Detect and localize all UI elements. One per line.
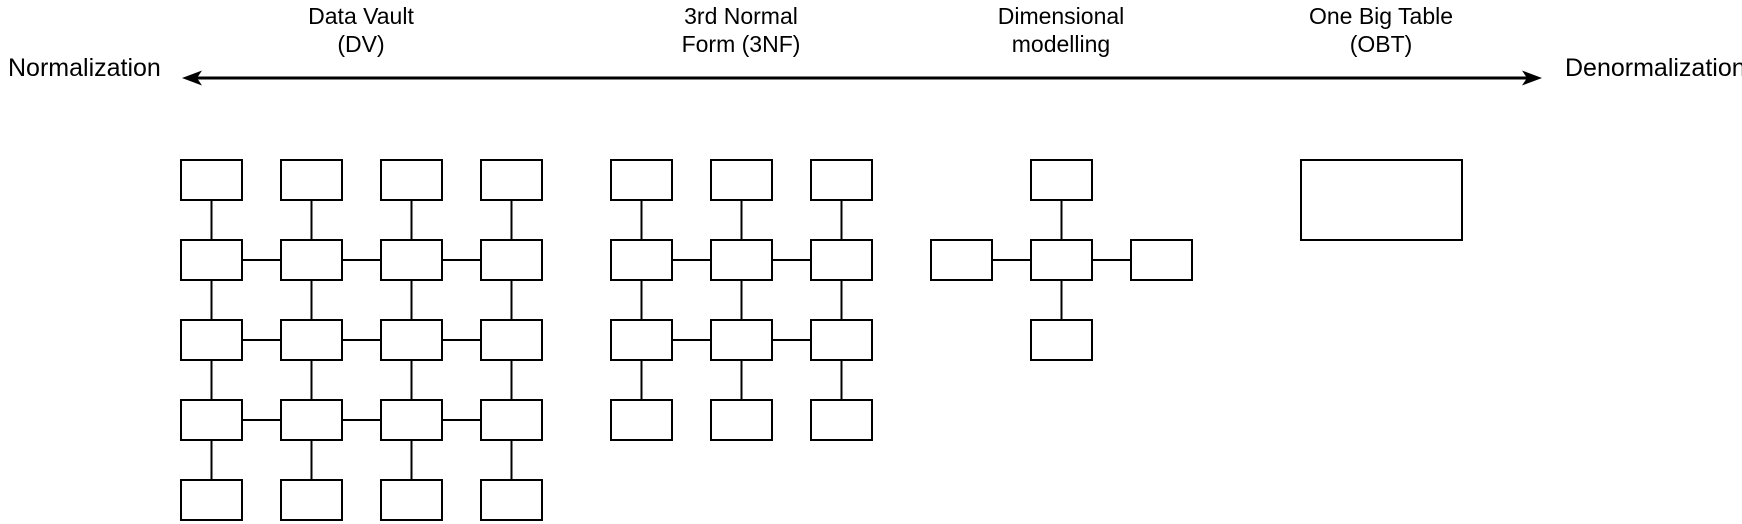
axis-label-denormalization: Denormalization: [1565, 54, 1742, 82]
table-box: [380, 399, 443, 441]
approach-label-line2: Form (3NF): [681, 31, 801, 57]
approach-label-line2: modelling: [1011, 31, 1111, 57]
table-box: [280, 159, 343, 201]
approach-label-line1: One Big Table: [1308, 3, 1454, 29]
dimension-table-box: [1030, 159, 1093, 201]
table-box: [180, 479, 243, 521]
table-box: [380, 479, 443, 521]
table-box: [280, 479, 343, 521]
table-box: [610, 399, 673, 441]
one-big-table-box: [1300, 159, 1463, 241]
dimension-table-box: [1130, 239, 1193, 281]
approach-label-line1: Dimensional: [997, 3, 1125, 29]
table-box: [280, 319, 343, 361]
table-box: [180, 159, 243, 201]
axis-label-normalization: Normalization: [8, 54, 161, 82]
table-box: [810, 239, 873, 281]
dimension-table-box: [930, 239, 993, 281]
table-box: [180, 319, 243, 361]
approach-label-line1: Data Vault: [308, 3, 414, 29]
spectrum-arrowhead-right-icon: [1522, 70, 1542, 86]
table-box: [710, 319, 773, 361]
table-box: [610, 159, 673, 201]
approach-label-line2: (DV): [337, 31, 385, 57]
approach-label-dimensional: Dimensional modelling: [998, 2, 1125, 58]
spectrum-arrowhead-left-icon: [182, 70, 202, 86]
table-box: [380, 239, 443, 281]
table-box: [280, 399, 343, 441]
table-box: [280, 239, 343, 281]
table-box: [810, 399, 873, 441]
fact-table-box: [1030, 239, 1093, 281]
table-box: [480, 239, 543, 281]
dimension-table-box: [1030, 319, 1093, 361]
table-box: [380, 319, 443, 361]
approach-label-line2: (OBT): [1349, 31, 1413, 57]
table-box: [480, 479, 543, 521]
table-box: [180, 399, 243, 441]
table-box: [480, 159, 543, 201]
approach-label-3nf: 3rd Normal Form (3NF): [682, 2, 801, 58]
table-box: [480, 319, 543, 361]
approach-label-data-vault: Data Vault (DV): [308, 2, 414, 58]
approach-label-line1: 3rd Normal: [684, 3, 798, 29]
table-box: [710, 239, 773, 281]
table-box: [810, 319, 873, 361]
table-box: [710, 399, 773, 441]
table-box: [610, 319, 673, 361]
approach-label-obt: One Big Table (OBT): [1309, 2, 1453, 58]
table-box: [180, 239, 243, 281]
table-box: [610, 239, 673, 281]
table-box: [810, 159, 873, 201]
table-box: [380, 159, 443, 201]
table-box: [480, 399, 543, 441]
table-box: [710, 159, 773, 201]
